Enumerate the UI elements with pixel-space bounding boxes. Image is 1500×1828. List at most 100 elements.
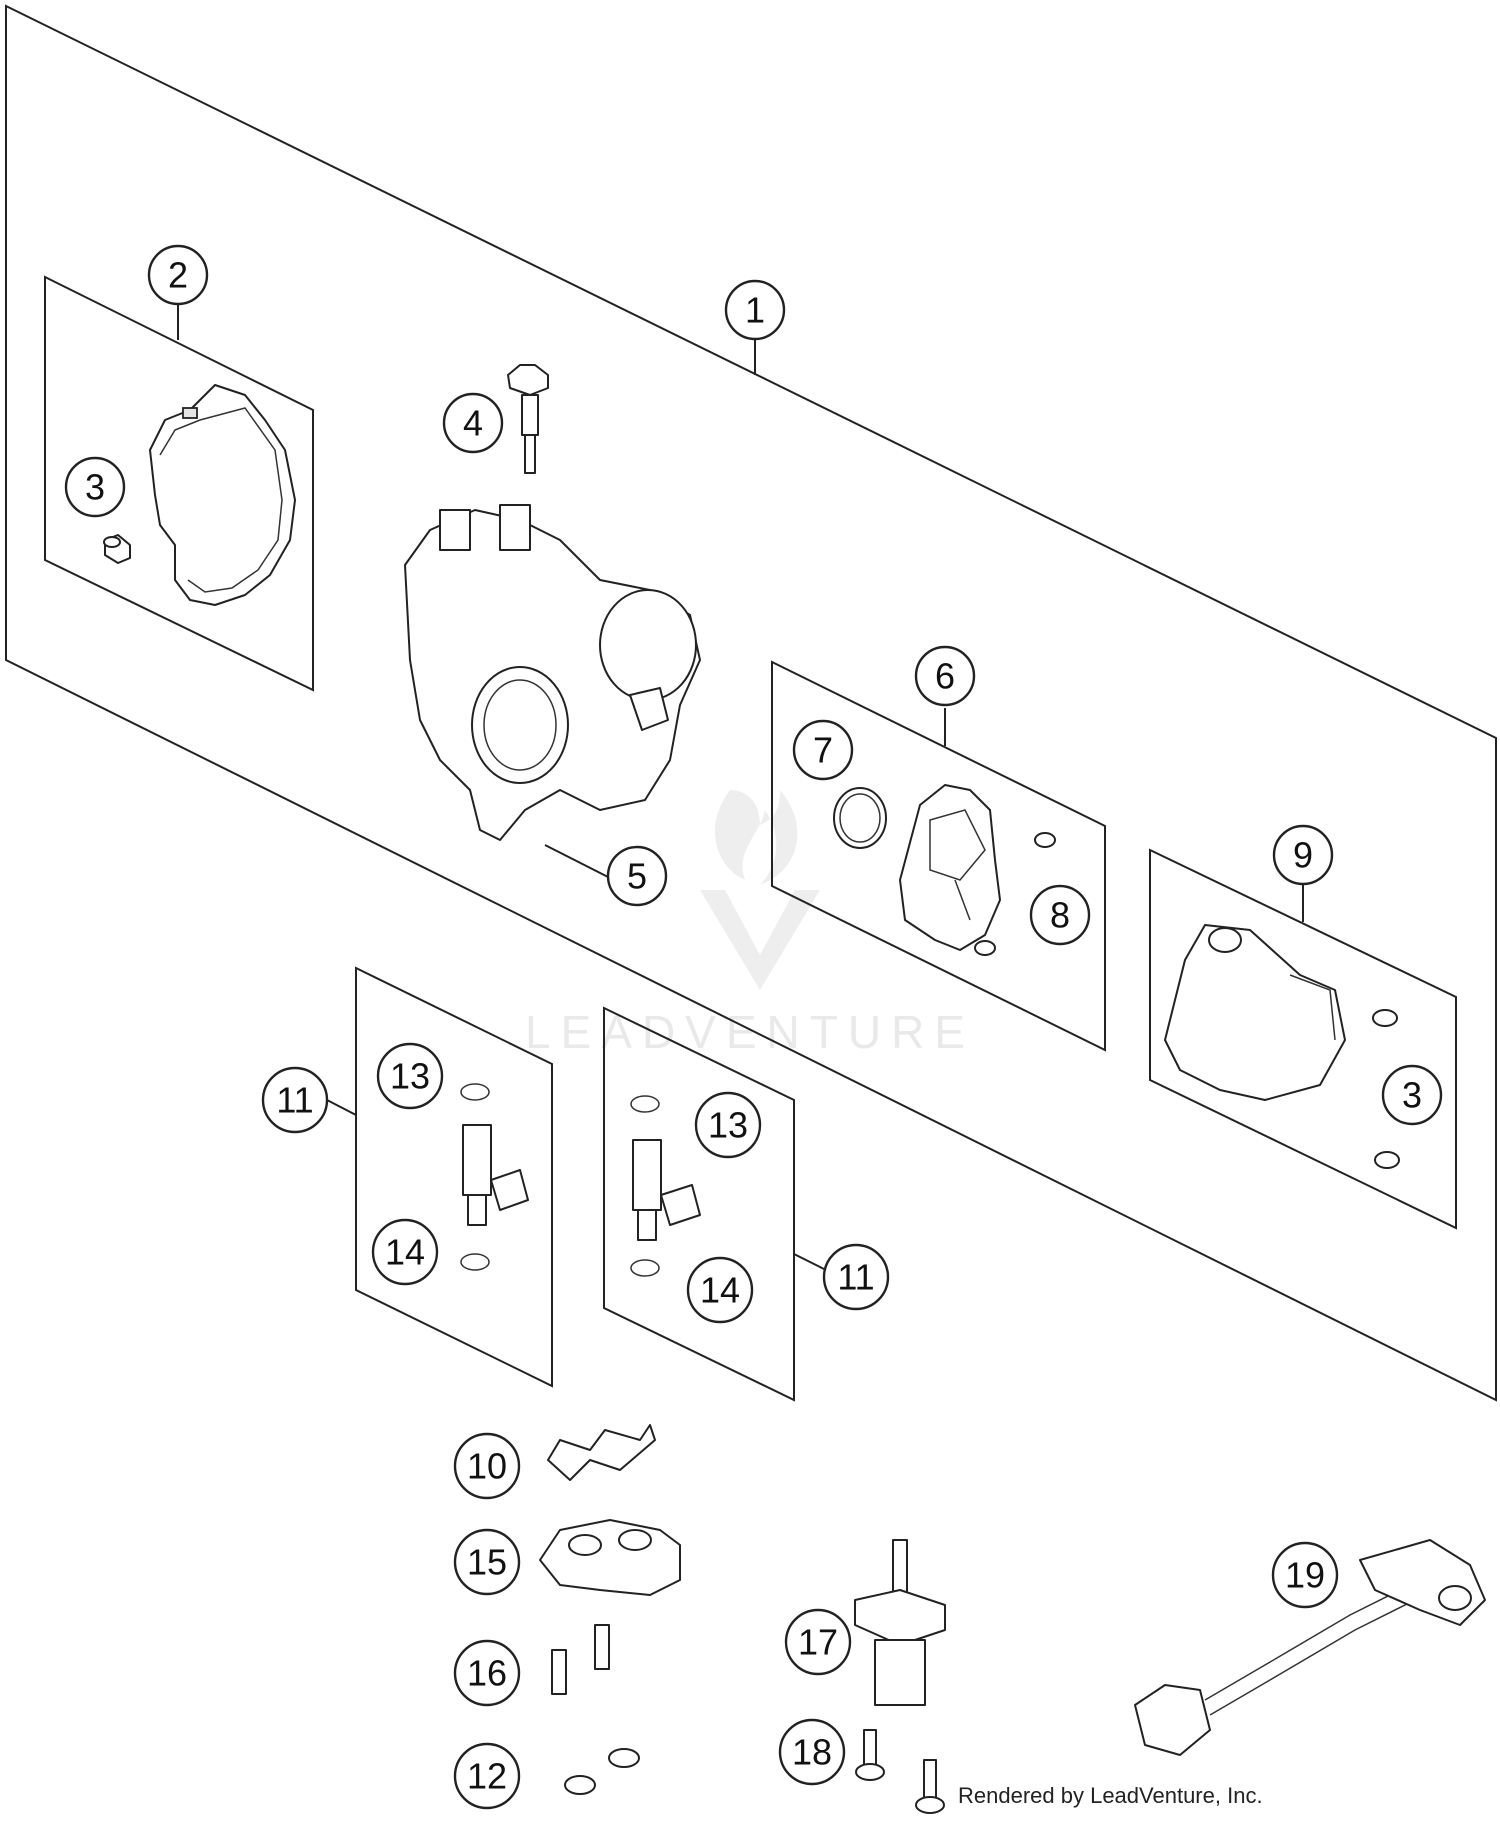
- watermark-brand: LEADVENTURE: [525, 1006, 975, 1058]
- callout-circle: [778, 1718, 846, 1786]
- callout-circle: [64, 456, 126, 518]
- callout-label: 13: [708, 1105, 748, 1146]
- callout-label: 12: [467, 1756, 507, 1797]
- callout-label: 9: [1293, 835, 1313, 876]
- callout-circle: [376, 1042, 444, 1110]
- callout-label: 5: [627, 856, 647, 897]
- render-credit: Rendered by LeadVenture, Inc.: [958, 1783, 1263, 1808]
- callout-circle: [453, 1639, 521, 1707]
- callout-2: 2: [147, 244, 209, 306]
- callout-3: 3: [64, 456, 126, 518]
- callout-label: 7: [813, 730, 833, 771]
- sensor-cover-part: [1164, 924, 1346, 1101]
- callout-circle: [453, 1528, 521, 1596]
- callout-label: 10: [467, 1446, 507, 1487]
- callout-7: 7: [792, 719, 854, 781]
- callout-circle: [371, 1218, 439, 1286]
- screw-part: [855, 1729, 945, 1814]
- callout-13: 13: [376, 1042, 444, 1110]
- callout-circle: [792, 719, 854, 781]
- injector-left-part: [460, 1083, 529, 1271]
- callout-label: 17: [798, 1622, 838, 1663]
- throttle-cover-part: [149, 384, 296, 606]
- throttle-body-part: [404, 504, 701, 841]
- callout-circle: [147, 244, 209, 306]
- callout-circle: [261, 1066, 329, 1134]
- callout-circle: [822, 1243, 890, 1311]
- callout-label: 15: [467, 1542, 507, 1583]
- callout-4: 4: [442, 392, 504, 454]
- callout-circle: [453, 1742, 521, 1810]
- adjusting-screw-part: [507, 364, 549, 474]
- callout-17: 17: [784, 1608, 852, 1676]
- callout-15: 15: [453, 1528, 521, 1596]
- callout-14: 14: [686, 1256, 754, 1324]
- callout-circle: [914, 645, 976, 707]
- callout-circle: [453, 1432, 521, 1500]
- washer-part: [564, 1748, 640, 1795]
- callout-label: 14: [700, 1270, 740, 1311]
- callout-3: 3: [1381, 1064, 1443, 1126]
- callout-6: 6: [914, 645, 976, 707]
- callout-circle: [606, 845, 668, 907]
- callout-12: 12: [453, 1742, 521, 1810]
- callout-label: 11: [837, 1257, 874, 1298]
- leader-lines: [177, 302, 1304, 1271]
- callout-11: 11: [822, 1243, 890, 1311]
- pressure-sensor-part: [854, 1539, 946, 1706]
- panel-9: [1149, 848, 1457, 1230]
- callout-13: 13: [694, 1091, 762, 1159]
- callout-10: 10: [453, 1432, 521, 1500]
- callout-label: 6: [935, 656, 955, 697]
- callout-11: 11: [261, 1066, 329, 1134]
- callout-18: 18: [778, 1718, 846, 1786]
- watermark-flame-icon: [714, 790, 798, 885]
- callout-9: 9: [1272, 824, 1334, 886]
- o-ring-part: [833, 787, 887, 849]
- callout-label: 3: [1402, 1075, 1422, 1116]
- watermark: LEADVENTURE: [525, 790, 975, 1058]
- bolt-part: [551, 1624, 610, 1695]
- callout-circle: [442, 392, 504, 454]
- assembly-panel-1: [5, 4, 1497, 1402]
- callout-label: 4: [463, 403, 483, 444]
- callout-circle: [1271, 1541, 1339, 1609]
- callout-label: 13: [390, 1056, 430, 1097]
- callout-circle: [1029, 884, 1091, 946]
- callout-label: 16: [467, 1653, 507, 1694]
- panel-11-right: [603, 1006, 795, 1402]
- callout-19: 19: [1271, 1541, 1339, 1609]
- panel-2: [44, 275, 314, 692]
- fuel-rail-part: [539, 1519, 681, 1596]
- callout-label: 14: [385, 1232, 425, 1273]
- callout-1: 1: [724, 279, 786, 341]
- callout-circle: [694, 1091, 762, 1159]
- panel-6: [771, 660, 1106, 1052]
- callout-circle: [724, 279, 786, 341]
- callout-label: 18: [792, 1732, 832, 1773]
- callout-circle: [1381, 1064, 1443, 1126]
- callout-8: 8: [1029, 884, 1091, 946]
- clip-part: [547, 1424, 656, 1481]
- throttle-position-sensor-part: [899, 784, 1056, 956]
- watermark-v-icon: [700, 890, 820, 990]
- callout-circle: [686, 1256, 754, 1324]
- callout-circle: [784, 1608, 852, 1676]
- panel-11-left: [355, 966, 553, 1388]
- callout-label: 11: [276, 1080, 313, 1121]
- o-ring-inner: [839, 793, 881, 843]
- callout-label: 1: [745, 290, 765, 331]
- callout-label: 2: [168, 255, 188, 296]
- screw-part: [1372, 1009, 1400, 1169]
- screw-part: [103, 534, 131, 564]
- callout-circle: [1272, 824, 1334, 886]
- callout-5: 5: [606, 845, 668, 907]
- injector-right-part: [630, 1095, 701, 1277]
- callout-label: 8: [1050, 895, 1070, 936]
- callout-label: 3: [85, 467, 105, 508]
- callout-label: 19: [1285, 1555, 1325, 1596]
- callout-14: 14: [371, 1218, 439, 1286]
- wiring-sensor-part: [1134, 1539, 1486, 1756]
- callout-16: 16: [453, 1639, 521, 1707]
